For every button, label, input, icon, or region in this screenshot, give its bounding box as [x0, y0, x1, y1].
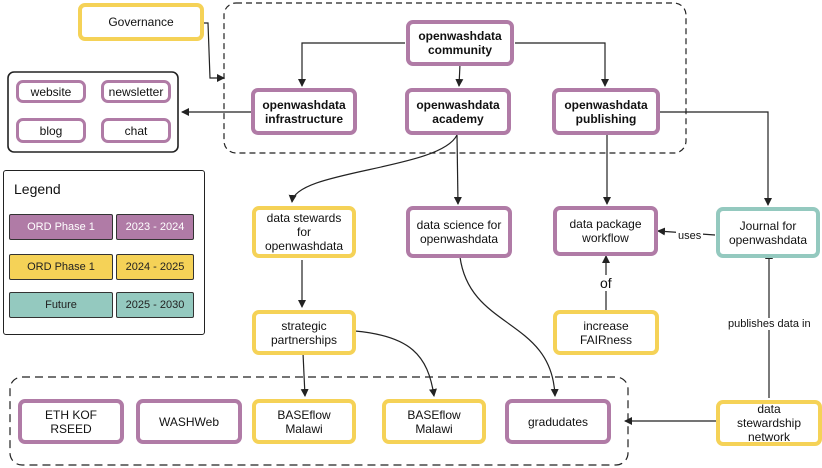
edge-label-uses: uses — [676, 230, 704, 242]
blog-node[interactable]: blog — [16, 118, 86, 143]
publishing-node[interactable]: openwashdata publishing — [552, 88, 660, 135]
legend-row-3-label: Future — [9, 292, 113, 318]
edge-partnerships-baseflow1 — [300, 352, 309, 397]
legend-row-1-years: 2023 - 2024 — [116, 214, 194, 240]
channels-group-frame — [7, 71, 179, 153]
data-science-node[interactable]: data science for openwashdata — [406, 206, 512, 258]
increase-fairness-node[interactable]: increase FAIRness — [553, 310, 659, 355]
edge-governance-core — [203, 22, 225, 82]
edge-science-graduates — [459, 256, 559, 397]
edge-partnerships-baseflow2 — [354, 330, 437, 397]
edge-community-infrastructure — [298, 42, 405, 87]
website-node[interactable]: website — [16, 80, 86, 103]
chat-node[interactable]: chat — [101, 118, 171, 143]
journal-node[interactable]: Journal for openwashdata — [716, 207, 820, 258]
baseflow-malawi-node-2[interactable]: BASEflow Malawi — [382, 399, 486, 444]
edge-academy-science — [453, 134, 462, 205]
legend-title: Legend — [14, 181, 61, 197]
edge-community-academy — [455, 63, 464, 87]
graduates-node[interactable]: gradudates — [505, 399, 611, 444]
governance-node[interactable]: Governance — [78, 3, 204, 41]
infrastructure-node[interactable]: openwashdata infrastructure — [251, 88, 357, 135]
newsletter-node[interactable]: newsletter — [101, 80, 171, 103]
legend-row-2-label: ORD Phase 1 — [9, 254, 113, 280]
legend: Legend ORD Phase 1 2023 - 2024 ORD Phase… — [3, 170, 205, 335]
edge-publishing-journal — [660, 111, 772, 206]
data-stewardship-network-node[interactable]: data stewardship network — [716, 400, 822, 446]
strategic-partnerships-node[interactable]: strategic partnerships — [252, 310, 356, 355]
legend-row-2-years: 2024 - 2025 — [116, 254, 194, 280]
washweb-node[interactable]: WASHWeb — [136, 399, 242, 444]
community-node[interactable]: openwashdata community — [406, 20, 514, 66]
edge-academy-stewards — [288, 134, 458, 203]
edge-label-publishes: publishes data in — [726, 318, 813, 330]
data-package-workflow-node[interactable]: data package workflow — [553, 206, 658, 256]
academy-node[interactable]: openwashdata academy — [405, 88, 511, 135]
eth-kof-node[interactable]: ETH KOF RSEED — [18, 399, 124, 444]
legend-row-3-years: 2025 - 2030 — [116, 292, 194, 318]
legend-row-1-label: ORD Phase 1 — [9, 214, 113, 240]
edge-label-of: of — [598, 275, 614, 291]
edge-community-publishing — [515, 42, 609, 87]
data-stewards-node[interactable]: data stewards for openwashdata — [252, 206, 356, 258]
baseflow-malawi-node-1[interactable]: BASEflow Malawi — [252, 399, 356, 444]
